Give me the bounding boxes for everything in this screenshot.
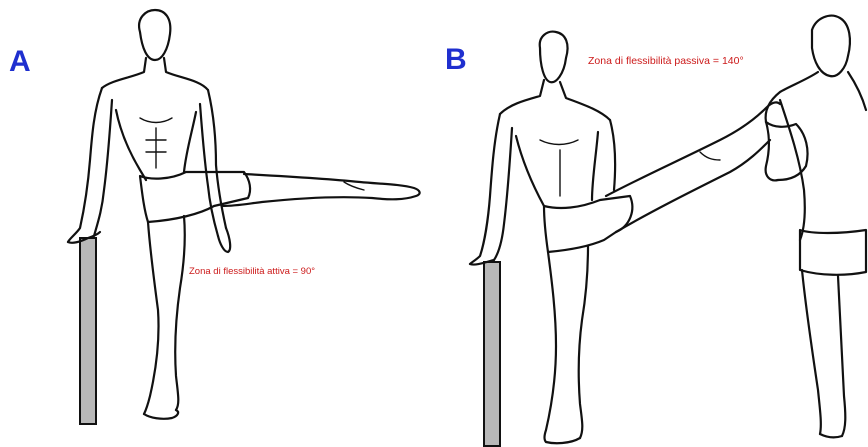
partner-shorts-b [800, 230, 866, 275]
active-flexibility-caption: Zona di flessibilità attiva = 90° [189, 266, 315, 277]
head-a [139, 10, 170, 60]
panel-label-a: A [9, 45, 31, 79]
support-bar-a [80, 238, 96, 424]
panel-a-figure [68, 10, 420, 424]
partner-head-b [812, 16, 850, 77]
panel-b-figures [470, 16, 866, 446]
athlete-shorts-b [544, 196, 632, 252]
athlete-head-b [540, 32, 568, 83]
passive-flexibility-caption: Zona di flessibilità passiva = 140° [588, 55, 744, 67]
shorts-a [140, 172, 250, 222]
panel-label-b: B [445, 43, 467, 77]
support-bar-b [484, 262, 500, 446]
